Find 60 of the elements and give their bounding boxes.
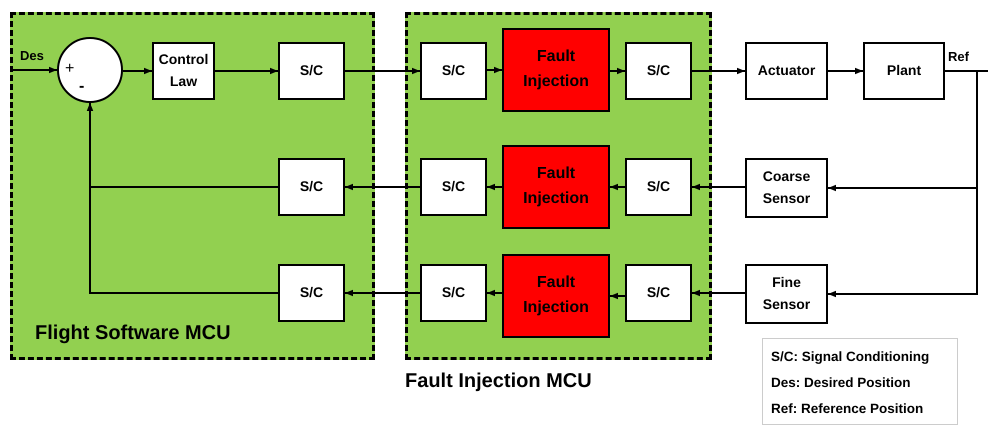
process-box — [745, 42, 828, 100]
arrow — [828, 70, 978, 298]
minus-sign: - — [79, 79, 84, 95]
node-label: S/C — [300, 283, 324, 302]
arrow — [345, 184, 420, 190]
group-title: Fault Injection MCU — [405, 369, 592, 393]
node-label: S/C — [646, 283, 670, 302]
group-title: Flight Software MCU — [35, 321, 231, 345]
arrow — [610, 184, 625, 190]
process-box — [278, 42, 345, 100]
process-box — [625, 42, 692, 100]
node-label: Fault Injection — [522, 164, 590, 209]
node-label: Fault Injection — [522, 47, 590, 92]
arrow — [610, 292, 625, 300]
process-box — [152, 42, 215, 100]
fault-injection-box — [502, 28, 610, 112]
plus-sign: + — [65, 61, 74, 77]
legend-text: Ref: Reference Position — [771, 400, 924, 418]
process-box — [420, 158, 487, 216]
arrow — [86, 103, 278, 294]
arrow — [487, 290, 502, 296]
arrow — [610, 68, 625, 74]
node-label: Fine Sensor — [762, 273, 812, 314]
process-box — [863, 42, 945, 100]
arrow — [692, 290, 745, 296]
arrow — [692, 184, 745, 190]
process-box — [278, 264, 345, 322]
process-box — [625, 264, 692, 322]
arrow — [123, 68, 152, 74]
process-box — [625, 158, 692, 216]
node-label: Actuator — [758, 61, 816, 80]
legend-text: S/C: Signal Conditioning — [771, 348, 930, 366]
arrow — [487, 66, 502, 74]
node-label: S/C — [646, 177, 670, 196]
arrow — [692, 68, 745, 74]
node-label: Fault Injection — [522, 273, 590, 318]
group-panel — [10, 12, 375, 360]
node-label: S/C — [300, 61, 324, 80]
arrow — [215, 68, 278, 74]
arrow — [12, 66, 57, 74]
node-label: S/C — [442, 283, 466, 302]
fault-injection-box — [502, 145, 610, 229]
arrow — [345, 290, 420, 296]
process-box — [745, 264, 828, 324]
node-label: Control Law — [158, 50, 210, 91]
process-box — [420, 264, 487, 322]
legend-text: Des: Desired Position — [771, 374, 912, 392]
node-label: S/C — [646, 61, 670, 80]
process-box — [420, 42, 487, 100]
fault-injection-box — [502, 254, 610, 338]
node-label: S/C — [442, 177, 466, 196]
node-label: S/C — [442, 61, 466, 80]
process-box — [278, 158, 345, 216]
process-box — [745, 158, 828, 218]
node-label: Coarse Sensor — [762, 167, 812, 208]
node-label: S/C — [300, 177, 324, 196]
node-label: Plant — [886, 61, 922, 80]
arrow — [828, 68, 863, 74]
arrow — [487, 184, 502, 190]
arrow — [345, 68, 420, 74]
